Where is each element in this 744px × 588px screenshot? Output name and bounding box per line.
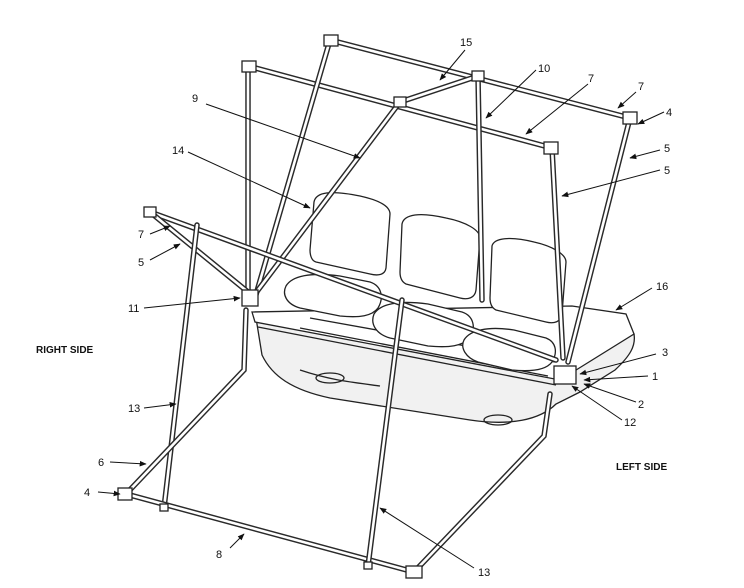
callout-5: 5 xyxy=(138,257,144,269)
callout-13: 13 xyxy=(128,403,140,415)
seat-left xyxy=(283,191,391,318)
callout-14: 14 xyxy=(172,145,184,157)
callout-13: 13 xyxy=(478,567,490,579)
frame-front-assembly xyxy=(123,297,553,575)
frame-rear-assembly xyxy=(147,37,633,511)
callout-15: 15 xyxy=(460,37,472,49)
frame-corners xyxy=(117,34,638,579)
left-side-label: LEFT SIDE xyxy=(616,462,667,473)
seat-right xyxy=(462,237,567,372)
callout-labels: 15 10 7 7 4 9 5 5 14 7 5 16 11 3 1 2 12 … xyxy=(84,37,672,579)
leader-lines xyxy=(97,49,665,569)
callout-9: 9 xyxy=(192,93,198,105)
right-side-label: RIGHT SIDE xyxy=(36,345,94,356)
callout-8: 8 xyxy=(216,549,222,561)
callout-6: 6 xyxy=(98,457,104,469)
callout-4: 4 xyxy=(84,487,90,499)
callout-1: 1 xyxy=(652,371,658,383)
callout-12: 12 xyxy=(624,417,636,429)
callout-10: 10 xyxy=(538,63,550,75)
callout-5: 5 xyxy=(664,143,670,155)
callout-3: 3 xyxy=(662,347,668,359)
callout-16: 16 xyxy=(656,281,668,293)
callout-5: 5 xyxy=(664,165,670,177)
callout-11: 11 xyxy=(128,303,139,315)
callout-7: 7 xyxy=(138,229,144,241)
callout-4: 4 xyxy=(666,107,672,119)
callout-7: 7 xyxy=(638,81,644,93)
callout-2: 2 xyxy=(638,399,644,411)
callout-7: 7 xyxy=(588,73,594,85)
